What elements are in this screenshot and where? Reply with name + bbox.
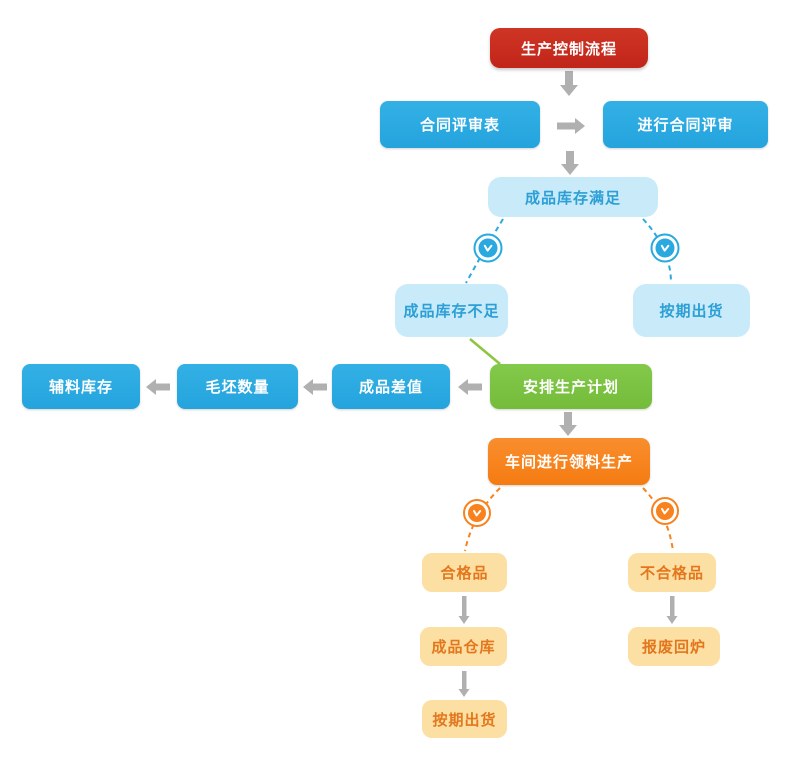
node-workshop-material-production[interactable]: 车间进行领料生产	[488, 438, 650, 485]
node-label: 按期出货	[432, 711, 497, 729]
node-finished-stock-sufficient[interactable]: 成品库存满足	[488, 177, 658, 217]
node-label: 成品库存不足	[403, 303, 500, 320]
node-label: 辅料库存	[48, 379, 113, 396]
clock-icon	[650, 233, 680, 263]
node-label: 合同评审表	[419, 117, 500, 134]
arrow-down	[561, 151, 579, 175]
node-conduct-contract-review[interactable]: 进行合同评审	[603, 101, 768, 148]
node-blank-quantity[interactable]: 毛坯数量	[177, 364, 298, 409]
node-label: 成品库存满足	[524, 189, 621, 207]
node-label: 生产控制流程	[520, 40, 617, 58]
dashed-connector-orange	[642, 487, 674, 552]
arrow-down	[560, 71, 578, 96]
node-label: 不合格品	[639, 565, 704, 582]
arrow-down-small	[666, 596, 678, 624]
clock-icon	[473, 233, 503, 263]
arrow-down	[559, 412, 577, 436]
node-arrange-production-plan[interactable]: 安排生产计划	[490, 364, 652, 409]
node-ship-on-time-bottom[interactable]: 按期出货	[422, 700, 507, 738]
arrow-down-small	[458, 671, 470, 697]
node-finished-difference[interactable]: 成品差值	[332, 364, 450, 409]
node-label: 按期出货	[659, 303, 724, 320]
node-finished-warehouse[interactable]: 成品仓库	[420, 627, 507, 666]
clock-icon	[463, 499, 491, 527]
node-label: 进行合同评审	[637, 117, 734, 134]
node-aux-material-stock[interactable]: 辅料库存	[22, 364, 140, 409]
arrow-left	[458, 379, 482, 395]
arrow-right	[557, 118, 585, 134]
node-label: 成品仓库	[431, 639, 496, 656]
node-label: 成品差值	[358, 379, 423, 396]
clock-icon	[651, 497, 679, 525]
node-production-control[interactable]: 生产控制流程	[490, 28, 648, 68]
green-connector	[469, 338, 501, 365]
arrow-left	[146, 379, 170, 395]
node-contract-review-form[interactable]: 合同评审表	[380, 101, 540, 148]
node-scrap-remelt[interactable]: 报废回炉	[628, 627, 720, 666]
node-label: 毛坯数量	[205, 379, 270, 396]
node-label: 报废回炉	[641, 639, 706, 656]
node-label: 合格品	[440, 565, 489, 582]
node-unqualified-product[interactable]: 不合格品	[628, 553, 716, 592]
node-finished-stock-insufficient[interactable]: 成品库存不足	[395, 284, 508, 337]
arrow-left	[303, 379, 327, 395]
node-label: 安排生产计划	[522, 379, 619, 396]
node-qualified-product[interactable]: 合格品	[422, 553, 507, 592]
node-label: 车间进行领料生产	[504, 454, 633, 471]
node-ship-on-time-top[interactable]: 按期出货	[633, 284, 750, 337]
arrow-down-small	[458, 596, 470, 624]
